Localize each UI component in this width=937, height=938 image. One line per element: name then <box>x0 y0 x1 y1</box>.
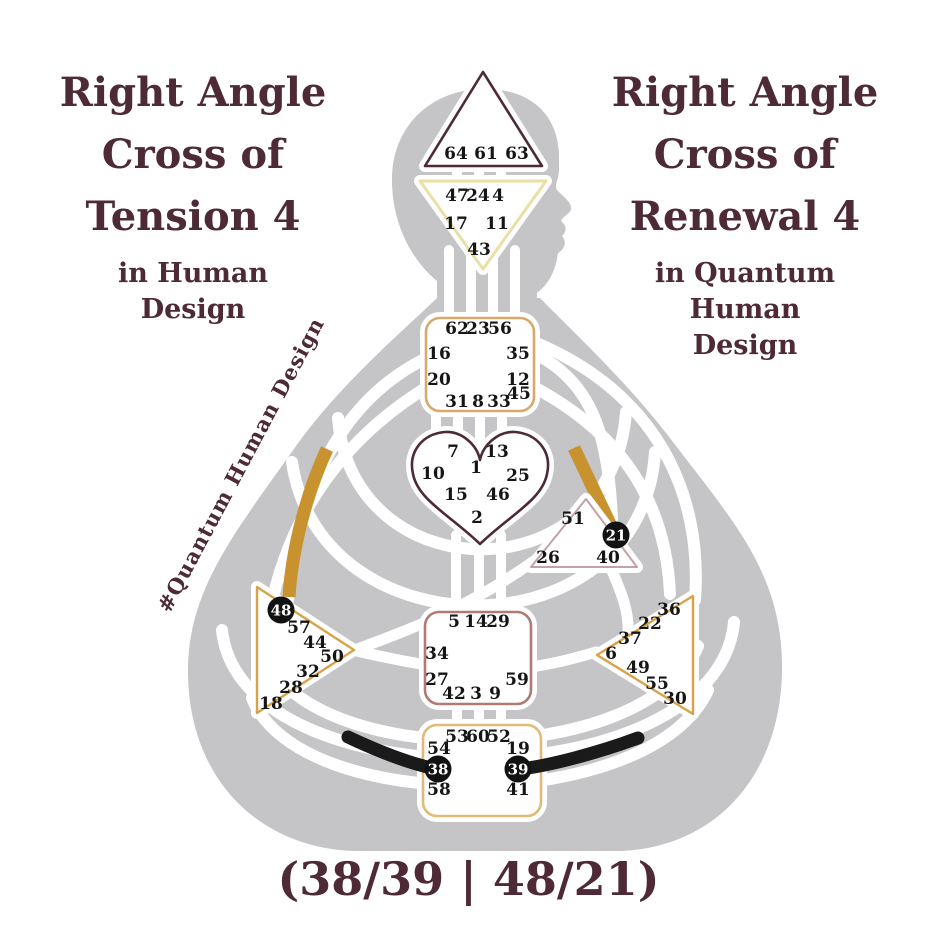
left-title: Right Angle Cross of Tension 4 in Human … <box>36 62 350 328</box>
gate-51: 51 <box>561 509 585 529</box>
gate-42: 42 <box>442 684 466 704</box>
gate-54: 54 <box>427 739 451 759</box>
gate-19: 19 <box>506 739 530 759</box>
gate-53: 53 <box>445 727 469 747</box>
ajna-center-shape <box>414 175 552 275</box>
sacral-center-shape <box>419 606 537 710</box>
right-title-subtitle: in Quantum Human Design <box>654 258 836 361</box>
gate-26: 26 <box>536 548 560 568</box>
gate-64: 64 <box>444 144 468 164</box>
gate-6: 6 <box>605 644 617 664</box>
centers <box>251 66 699 822</box>
gate-55: 55 <box>645 674 669 694</box>
channel-throat-spleen-outer <box>264 377 440 618</box>
throat-center-shape <box>420 312 540 417</box>
gate-36: 36 <box>657 600 681 620</box>
g-center-shape <box>406 426 554 550</box>
right-title-line3: Renewal 4 <box>629 193 861 240</box>
right-title: Right Angle Cross of Renewal 4 in Quantu… <box>584 62 906 364</box>
gate-21-highlighted: 21 <box>602 521 630 549</box>
gate-33: 33 <box>487 392 511 412</box>
gate-62: 62 <box>445 319 469 339</box>
gate-39-highlighted: 39 <box>504 755 532 783</box>
gate-37: 37 <box>618 629 642 649</box>
gate-31: 31 <box>445 392 469 412</box>
gate-49: 49 <box>626 658 650 678</box>
gate-8: 8 <box>472 392 484 412</box>
gate-41: 41 <box>506 780 530 800</box>
channel-throat-will <box>522 344 618 526</box>
gate-47: 47 <box>445 186 469 206</box>
left-title-line2: Cross of <box>101 131 285 178</box>
channel-throat-solarplexus-inner <box>520 377 676 600</box>
gate-40: 40 <box>596 548 620 568</box>
gate-7: 7 <box>447 442 459 462</box>
gate-13: 13 <box>485 442 509 462</box>
gate-24: 24 <box>466 186 490 206</box>
gate-30: 30 <box>663 689 687 709</box>
gate-60: 60 <box>466 727 490 747</box>
gate-17: 17 <box>444 214 468 234</box>
gate-56: 56 <box>488 319 512 339</box>
gate-20: 20 <box>427 370 451 390</box>
gate-2: 2 <box>471 508 483 528</box>
gate-3: 3 <box>470 684 482 704</box>
gate-48-channel-gold <box>282 446 333 598</box>
gate-57: 57 <box>287 618 311 638</box>
gate-44: 44 <box>303 633 327 653</box>
channel-throat-solarplexus-outer <box>528 336 702 606</box>
gate-52: 52 <box>487 727 511 747</box>
right-title-line2: Cross of <box>653 131 837 178</box>
gate-23: 23 <box>466 319 490 339</box>
gate-61: 61 <box>474 144 498 164</box>
cross-gates-footer: (38/39 | 48/21) <box>277 852 660 906</box>
gate-27: 27 <box>425 670 449 690</box>
gate-22: 22 <box>638 614 662 634</box>
gate-18: 18 <box>259 694 283 714</box>
gate-14: 14 <box>464 612 488 632</box>
gate-32: 32 <box>296 662 320 682</box>
gate-63: 63 <box>505 144 529 164</box>
head-center-shape <box>419 66 548 172</box>
gate-4: 4 <box>492 186 504 206</box>
gate-16: 16 <box>427 344 451 364</box>
gate-58: 58 <box>427 780 451 800</box>
left-title-subtitle: in Human Design <box>117 258 269 325</box>
channel-mid-bowl-outer <box>286 446 661 612</box>
gate-59: 59 <box>505 670 529 690</box>
right-title-line1: Right Angle <box>611 69 879 116</box>
gate-29: 29 <box>486 612 510 632</box>
gate-25: 25 <box>506 466 530 486</box>
gate-46: 46 <box>486 485 510 505</box>
gate-38-highlighted: 38 <box>424 755 452 783</box>
gate-9: 9 <box>489 684 501 704</box>
gate-28: 28 <box>279 678 303 698</box>
channel-will-solarplexus <box>604 560 634 639</box>
gate-34: 34 <box>425 644 449 664</box>
left-title-line3: Tension 4 <box>85 193 301 240</box>
gate-50: 50 <box>320 647 344 667</box>
gate-11: 11 <box>485 214 509 234</box>
gate-12: 12 <box>506 370 530 390</box>
gate-48-highlighted: 48 <box>267 596 295 624</box>
gate-45: 45 <box>507 384 531 404</box>
gate-10: 10 <box>421 464 445 484</box>
gate-15: 15 <box>444 485 468 505</box>
gate-35: 35 <box>506 344 530 364</box>
gate-5: 5 <box>448 612 460 632</box>
left-title-line1: Right Angle <box>59 69 327 116</box>
solar-plexus-center-shape <box>591 590 699 720</box>
gate-43: 43 <box>467 240 491 260</box>
gate-1: 1 <box>470 458 482 478</box>
